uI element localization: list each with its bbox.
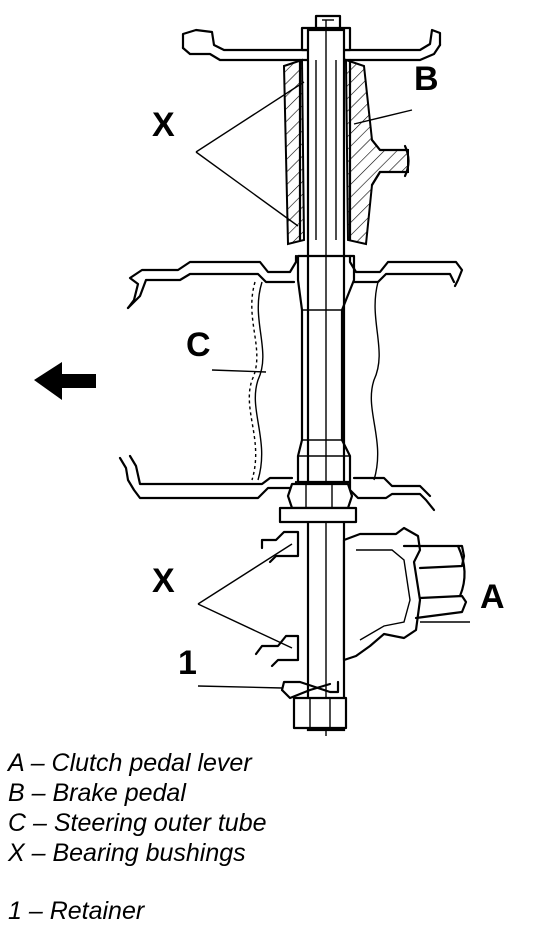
callout-x-lower: X [152, 562, 175, 600]
x-upper-leaders [195, 81, 305, 227]
legend-item-x: X – Bearing bushings [8, 839, 246, 867]
pedal-shaft [296, 20, 356, 736]
callout-b: B [414, 60, 439, 98]
legend: A – Clutch pedal lever B – Brake pedal C… [8, 748, 548, 926]
callout-c: C [186, 326, 211, 364]
upper-bracket-plate [181, 28, 442, 62]
legend-item-c: C – Steering outer tube [8, 809, 267, 837]
legend-spacer [8, 868, 548, 896]
brake-pedal-hub [282, 58, 410, 246]
callout-a: A [480, 578, 505, 616]
retainer-clip [197, 680, 340, 700]
steering-outer-tube [118, 254, 464, 512]
callout-1: 1 [178, 644, 197, 682]
pedal-shaft-diagram: B X C X A 1 [34, 14, 505, 736]
clutch-pedal-hub [254, 526, 470, 668]
x-lower-leaders [197, 543, 293, 649]
arrow-left-icon [34, 362, 96, 400]
lower-nut [278, 482, 358, 524]
legend-item-retainer: 1 – Retainer [8, 897, 145, 925]
callout-x-upper: X [152, 106, 175, 144]
b-leader [353, 109, 413, 125]
legend-item-b: B – Brake pedal [8, 779, 186, 807]
bottom-nut [292, 696, 348, 730]
legend-item-a: A – Clutch pedal lever [8, 749, 252, 777]
